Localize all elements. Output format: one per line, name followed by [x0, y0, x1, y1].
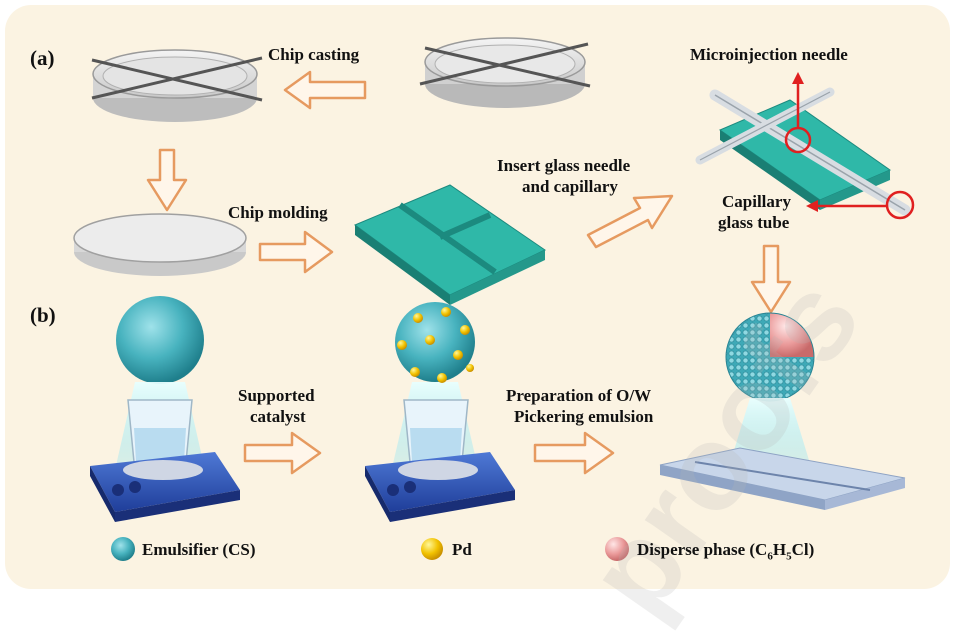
arrow-down-to-emulsion	[750, 244, 792, 314]
label-supported-2: catalyst	[250, 407, 306, 426]
label-preparation-1: Preparation of O/W	[506, 386, 652, 405]
legend-emulsifier: Emulsifier (CS)	[142, 540, 256, 559]
legend-disperse-marker	[605, 537, 629, 561]
stirrer-emulsifier	[90, 296, 240, 522]
capillary-pointer	[806, 190, 915, 220]
label-insert-needle-1: Insert glass needle	[497, 156, 631, 175]
microinjection-pointer	[784, 72, 812, 154]
label-supported-1: Supported	[238, 386, 315, 405]
label-microinjection-needle: Microinjection needle	[690, 45, 848, 64]
legend-disperse-phase: Disperse phase (C6H5Cl)	[637, 539, 814, 567]
diagram-canvas	[5, 5, 950, 589]
arrow-supported-catalyst	[243, 431, 322, 475]
legend-disperse-sub1: 6	[767, 550, 773, 563]
arrow-insert-needle	[586, 194, 674, 249]
legend-disperse-suffix: Cl)	[791, 540, 815, 559]
legend-pd: Pd	[452, 540, 472, 559]
legend-emulsifier-marker	[111, 537, 135, 561]
panel-label-a: (a)	[30, 46, 55, 70]
legend-disperse-prefix: Disperse phase (C	[637, 540, 768, 559]
arrow-chip-molding	[258, 230, 334, 274]
legend-disperse-mid: H	[772, 540, 787, 559]
label-chip-molding: Chip molding	[228, 203, 328, 222]
label-preparation-2: Pickering emulsion	[514, 407, 654, 426]
legend-pd-marker	[421, 538, 443, 560]
legend-disperse-sub2: 5	[786, 550, 792, 563]
petri-dish-cast	[91, 49, 263, 122]
arrow-down-casting-to-slab	[146, 148, 188, 212]
label-capillary-2: glass tube	[718, 213, 790, 232]
label-insert-needle-2: and capillary	[522, 177, 618, 196]
arrow-chip-casting	[283, 70, 367, 110]
microfluidic-chip-device	[659, 447, 906, 510]
arrow-preparation	[533, 431, 615, 475]
pd-nanoparticles	[397, 307, 474, 383]
molded-chip	[353, 184, 547, 305]
panel-label-b: (b)	[30, 303, 56, 327]
petri-dish-with-mold	[419, 37, 591, 108]
label-chip-casting: Chip casting	[268, 45, 360, 64]
label-capillary-1: Capillary	[722, 192, 791, 211]
pdms-slab	[73, 213, 247, 276]
